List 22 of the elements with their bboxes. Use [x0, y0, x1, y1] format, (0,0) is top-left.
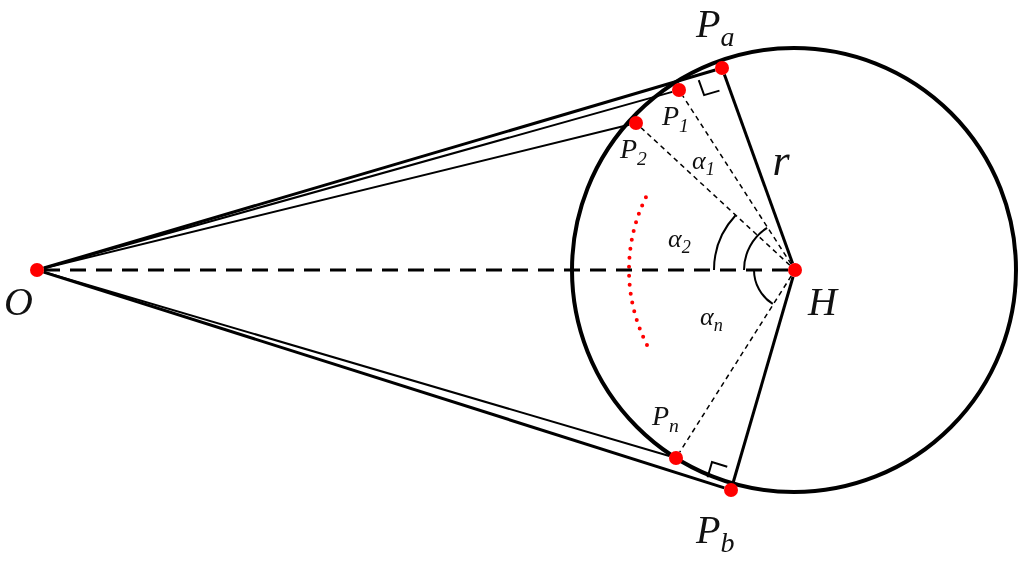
- dashed-line: [682, 95, 792, 265]
- line-segment: [722, 74, 795, 264]
- dashed-line: [44, 268, 788, 272]
- angle-label: α$_{2}$: [668, 226, 691, 257]
- dashed-line: [679, 275, 792, 453]
- angle-label: α$_{n}$: [700, 304, 723, 335]
- point-label: O: [4, 282, 33, 322]
- point-label: P$_{2}$: [620, 135, 647, 169]
- point-label: P$_{1}$: [662, 102, 689, 136]
- point-label: P$_{n}$: [652, 402, 679, 436]
- point-label: P$_{a}$: [696, 4, 735, 51]
- point: [620, 116, 647, 168]
- line-segment: [42, 123, 631, 270]
- line-segment: [43, 270, 725, 490]
- line-segment: [43, 68, 716, 270]
- line-segment: [731, 276, 795, 484]
- point: [662, 83, 689, 135]
- point-label: P$_{b}$: [696, 510, 735, 557]
- point-label: H: [808, 282, 837, 322]
- edge-label: r: [772, 139, 790, 183]
- dashed-line: [640, 127, 791, 266]
- angle-label: α$_{1}$: [692, 148, 715, 179]
